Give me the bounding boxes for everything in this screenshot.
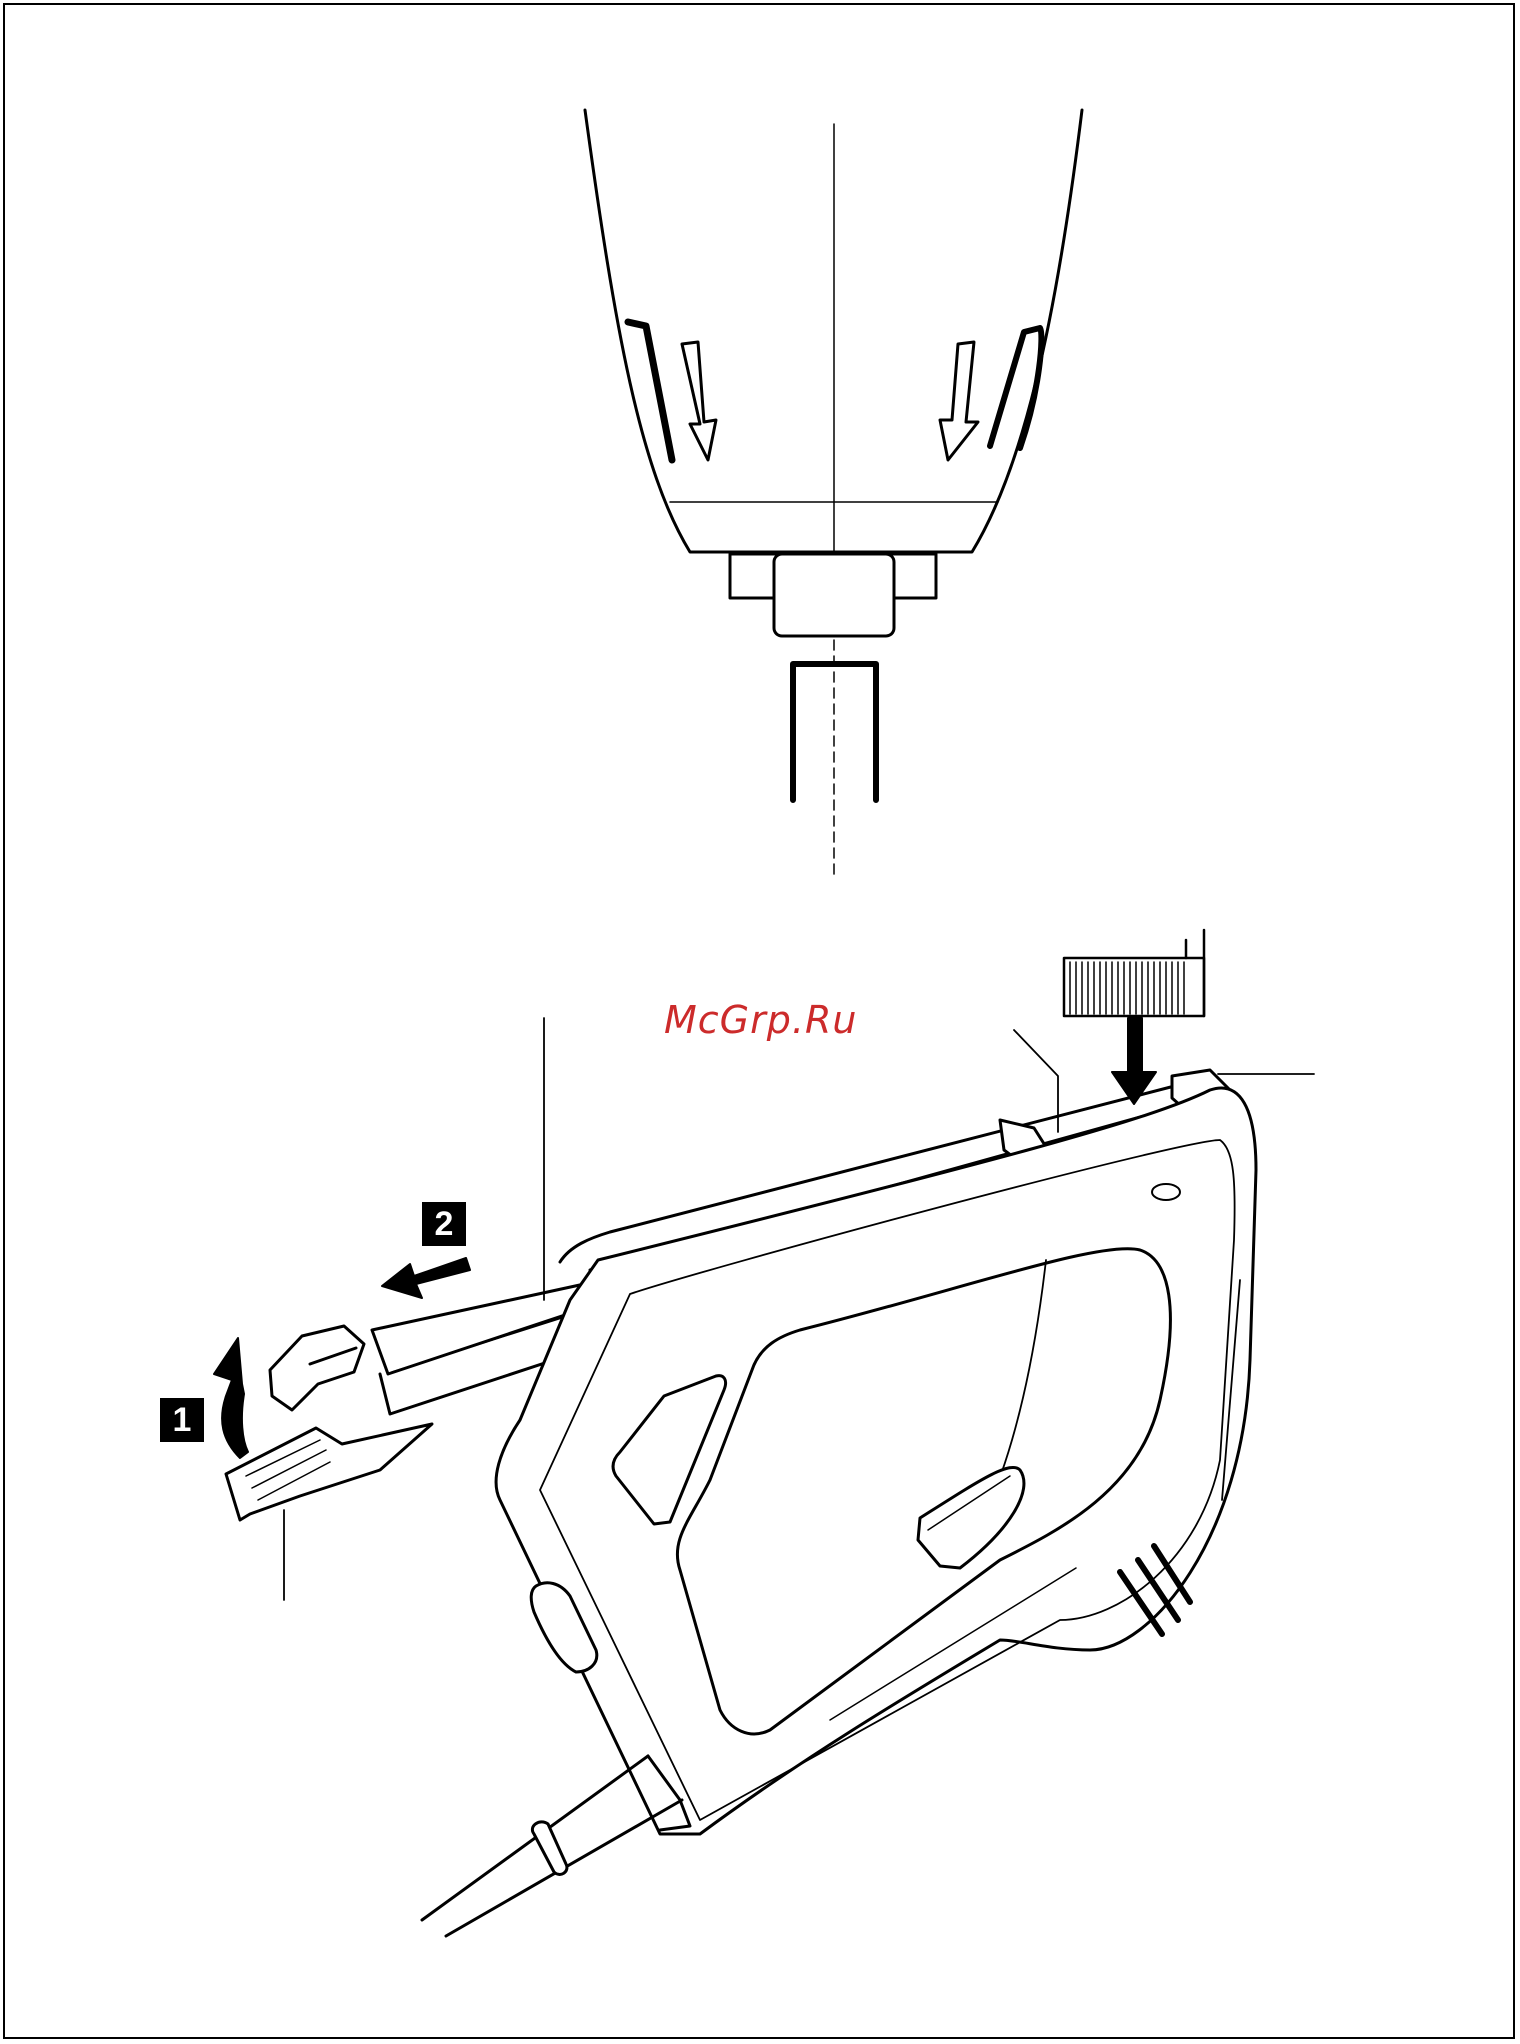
step-1-badge: 1 [160, 1398, 204, 1442]
tool-nose-figure [585, 110, 1082, 880]
watermark-text: McGrp.Ru [664, 998, 857, 1042]
left-guide-slot [628, 322, 672, 460]
pusher-claw [270, 1326, 364, 1410]
cord-clamp [532, 1822, 567, 1875]
left-down-arrow-icon [682, 342, 716, 460]
nose-tip [774, 554, 894, 636]
stapler-figure [214, 930, 1314, 1936]
staple-strip [1064, 930, 1204, 1016]
step1-curved-up-arrow-icon [214, 1338, 248, 1458]
staple [793, 664, 876, 800]
release-lever [226, 1424, 432, 1520]
right-down-arrow-icon [940, 342, 978, 460]
right-guide-slot [990, 328, 1041, 448]
step2-left-arrow-icon [382, 1258, 470, 1298]
step-2-badge: 2 [422, 1202, 466, 1246]
